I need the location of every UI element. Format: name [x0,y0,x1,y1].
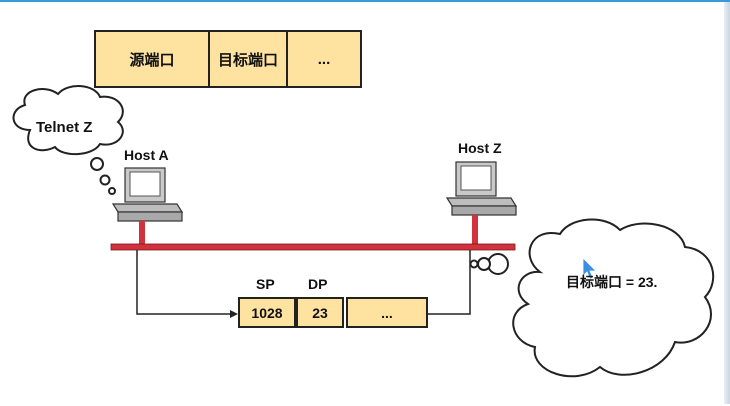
host-z-drop-line [472,215,478,245]
flow-arrow-head [230,310,238,318]
header-cell-ellipsis: ... [286,30,362,88]
host-z-computer-icon [445,161,518,216]
header-cell-dest-port: 目标端口 [208,30,288,88]
sp-label: SP [256,276,275,292]
flow-line-to-host-z [428,250,471,315]
header-cell-source-port: 源端口 [94,30,210,88]
flow-line-from-host-a [136,250,234,315]
host-a-drop-line [139,221,145,245]
segment-cell-ellipsis: ... [346,297,428,328]
cloud-right [469,218,715,378]
network-bus [110,243,516,251]
dp-label: DP [308,276,328,292]
segment-cell-dp-value: 23 [296,297,344,328]
host-a-label: Host A [124,147,169,163]
cloud-right-text: 目标端口 = 23. [566,274,658,290]
cloud-left-text: Telnet Z [36,119,93,136]
cloud-left [12,85,124,195]
host-z-label: Host Z [458,140,502,156]
host-a-computer-icon [111,167,184,222]
mouse-cursor-icon [582,257,597,280]
segment-cell-sp-value: 1028 [238,297,296,328]
